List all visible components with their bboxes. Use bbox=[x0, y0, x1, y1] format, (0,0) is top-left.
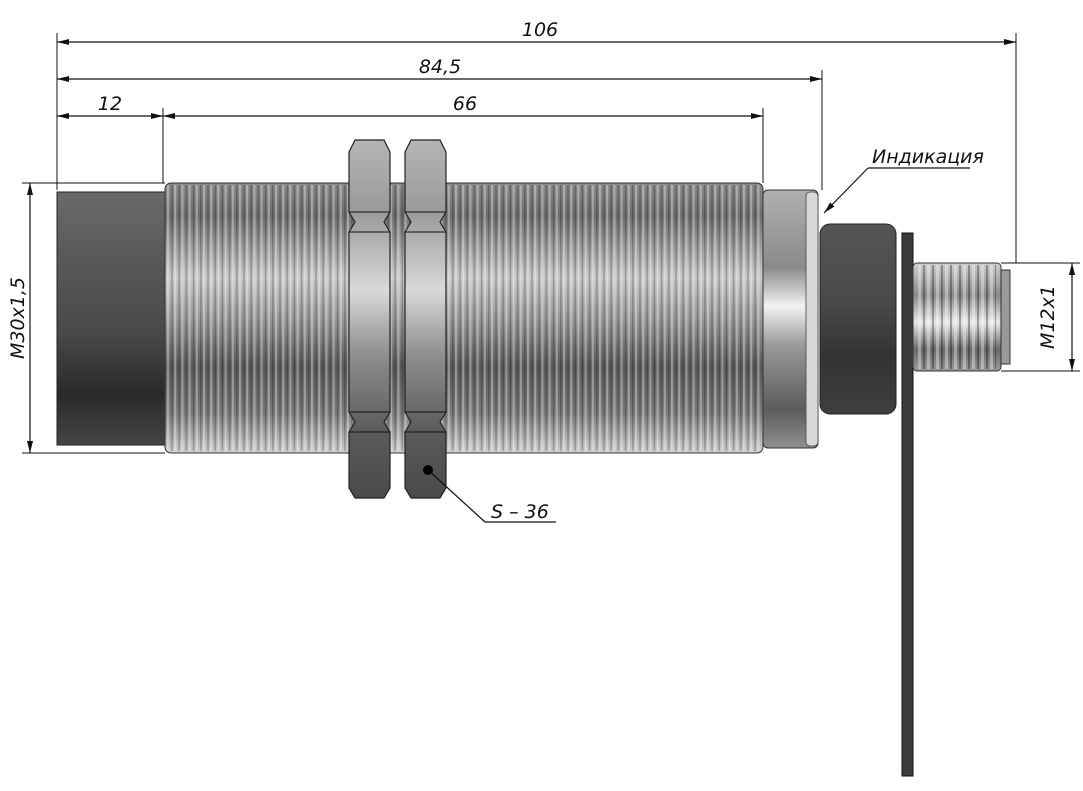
nut-1 bbox=[348, 139, 391, 499]
dim-12: 12 bbox=[98, 93, 122, 115]
dim-66: 66 bbox=[453, 93, 477, 115]
mounting-plate bbox=[901, 232, 914, 777]
wrench-size-callout: S – 36 bbox=[423, 465, 556, 523]
indicator-callout: Индикация bbox=[823, 146, 984, 214]
wrench-size-label: S – 36 bbox=[491, 501, 549, 523]
dim-m12: M12x1 bbox=[1037, 285, 1059, 349]
sensing-face bbox=[56, 191, 166, 446]
dim-84-5: 84,5 bbox=[419, 56, 461, 78]
extension-lines bbox=[22, 33, 1080, 454]
rear-housing bbox=[819, 223, 897, 415]
threaded-body bbox=[164, 182, 764, 454]
indicator-label: Индикация bbox=[872, 146, 984, 168]
dim-m30: M30x1,5 bbox=[7, 277, 29, 359]
connector bbox=[912, 262, 1011, 372]
nut-2 bbox=[404, 139, 447, 499]
dim-106: 106 bbox=[522, 19, 558, 41]
